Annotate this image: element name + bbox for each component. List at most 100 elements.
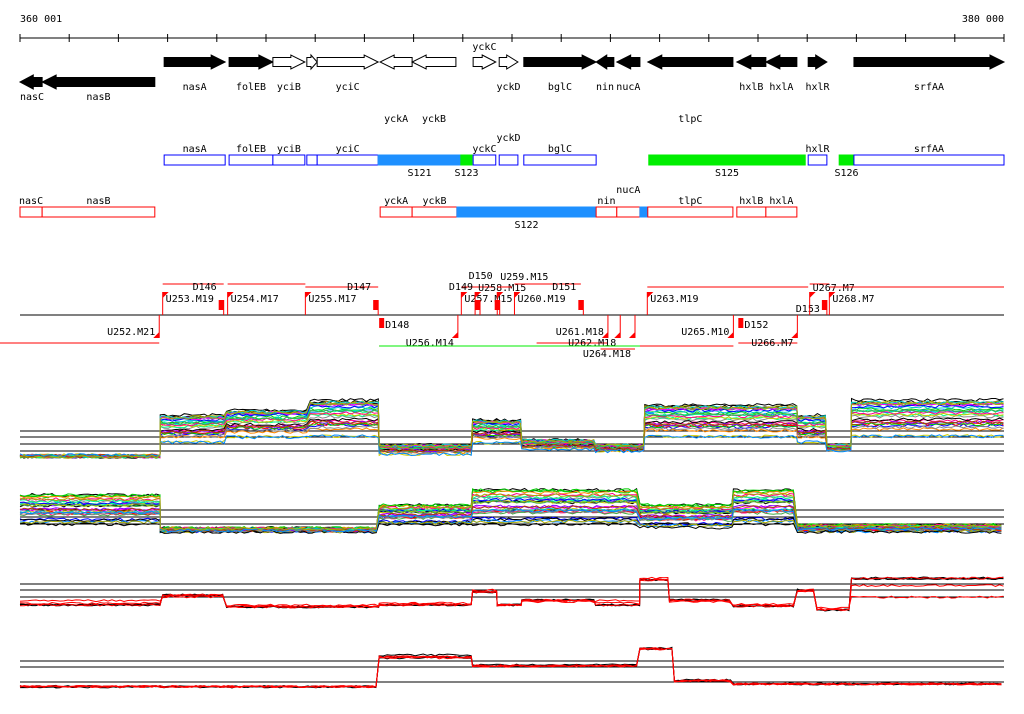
gene-label: nasC [20, 92, 44, 103]
track-label: nucA [616, 185, 640, 196]
segment-flag [727, 332, 734, 338]
segment-label: D153 [796, 304, 820, 315]
track-box-hxlA [765, 206, 798, 218]
track-box-bglC [523, 154, 597, 166]
track-box-S121 [377, 154, 462, 166]
segment-label: D151 [552, 282, 576, 293]
track-box-unnamed [306, 154, 318, 166]
profile-line [19, 420, 1004, 458]
segment-flag [601, 332, 608, 338]
segment-label: U260.M19 [517, 294, 565, 305]
gene-label: hxlA [769, 82, 793, 93]
segment-label: D147 [347, 282, 371, 293]
gene-label: yckB [422, 114, 446, 125]
segment-flag [451, 332, 458, 338]
track-box-nasA [163, 154, 226, 166]
gene-arrow-unnamed [306, 53, 318, 71]
track-label: S125 [715, 168, 739, 179]
gene-arrow-folEB [228, 54, 275, 70]
segment-label: U256.M14 [406, 338, 454, 349]
track-label: nasB [86, 196, 110, 207]
track-label: bglC [548, 144, 572, 155]
segment-label: U259.M15 [500, 272, 548, 283]
gene-arrow-yciC [316, 54, 380, 70]
gene-label: srfAA [914, 82, 944, 93]
segment-label: U267.M7 [813, 283, 855, 294]
profile-line [19, 522, 1002, 534]
track-label: yciC [336, 144, 360, 155]
gene-label: yciB [277, 82, 301, 93]
gene-label: nin [596, 82, 614, 93]
track-label: yckA [384, 196, 408, 207]
profile-line [19, 492, 1002, 531]
ruler [19, 34, 1005, 42]
gene-label: yciC [336, 82, 360, 93]
track-box-S123 [460, 154, 473, 166]
track-box-yciB [272, 154, 306, 166]
segment-label: U266.M7 [751, 338, 793, 349]
segment-flag [153, 332, 160, 338]
gene-label: yckC [472, 42, 496, 53]
track-box-nasC [19, 206, 43, 218]
track-label: yckD [497, 133, 521, 144]
segment-flag [475, 292, 482, 298]
segment-label: D148 [385, 320, 409, 331]
profile-line [19, 647, 1002, 688]
profile-line [19, 576, 1004, 610]
segment-flag [461, 292, 468, 298]
segment-label: U265.M10 [681, 327, 729, 338]
gene-label: yckD [497, 82, 521, 93]
gene-label: folEB [236, 82, 266, 93]
segment-label: U264.M18 [583, 349, 631, 360]
gene-arrow-nasC [18, 74, 43, 90]
segment-label: D150 [469, 271, 493, 282]
segment-flag [227, 292, 234, 298]
segment-marker [379, 318, 385, 328]
track-label: hxlR [805, 144, 830, 155]
gene-arrow-bglC [523, 54, 598, 70]
segment-label: U263.M19 [650, 294, 698, 305]
track-box-nin [595, 206, 618, 218]
expression-panels [19, 397, 1004, 689]
start-coordinate: 360 001 [20, 14, 62, 25]
gene-arrow-yciB [272, 54, 306, 70]
gene-arrow-nasA [163, 54, 227, 70]
track-label: S123 [454, 168, 478, 179]
segment-marker [373, 300, 379, 310]
segment-label: D146 [193, 282, 217, 293]
track-box-nasB [41, 206, 156, 218]
track-label: yckC [472, 144, 496, 155]
gene-arrow-hxlB [735, 54, 767, 70]
gene-arrow-yckA [379, 54, 413, 70]
segment-label: U268.M7 [832, 294, 874, 305]
gene-arrow-nasB [41, 74, 156, 90]
segment-label: D152 [744, 320, 768, 331]
segment-flag [629, 332, 635, 338]
track-label: hxlA [769, 196, 793, 207]
segment-marker [218, 300, 224, 310]
gene-label: tlpC [678, 114, 702, 125]
track-box-S122 [456, 206, 597, 218]
track-box-yckB [411, 206, 458, 218]
track-box-tlpC [647, 206, 734, 218]
track-box-S125 [648, 154, 806, 166]
track-label: S126 [835, 168, 859, 179]
track-label: S121 [407, 168, 431, 179]
segment-marker [578, 300, 584, 310]
track-box-folEB [228, 154, 274, 166]
track-box-unnamed [639, 206, 649, 218]
gene-arrow-srfAA [853, 54, 1006, 70]
segment-flag [647, 292, 654, 298]
segment-marker [821, 300, 827, 310]
segment-label: U252.M21 [107, 327, 155, 338]
track-label: nin [597, 196, 615, 207]
track-label: nasA [183, 144, 207, 155]
profile-line [19, 434, 1004, 458]
gene-label: yckA [384, 114, 408, 125]
track-box-yckC [472, 154, 497, 166]
track-box-srfAA [853, 154, 1005, 166]
track-box-yckA [379, 206, 413, 218]
